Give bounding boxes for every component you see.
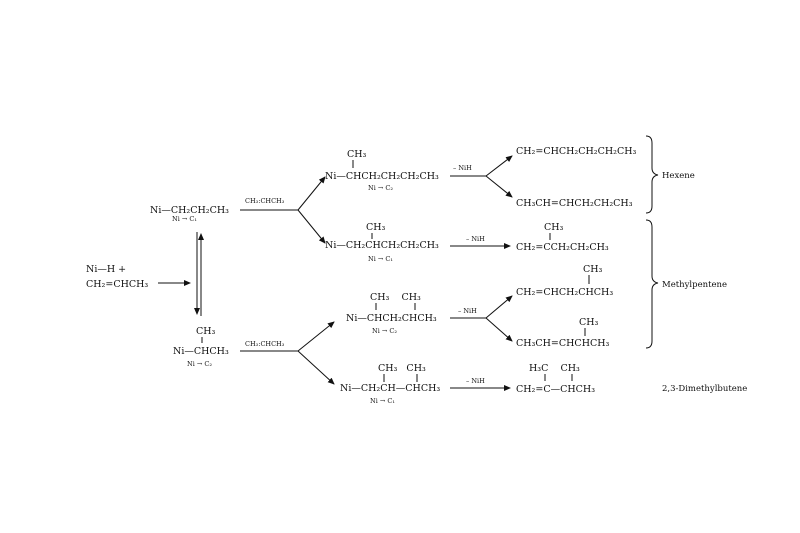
product-1: CH₂=CHCH₂CH₂CH₂CH₃ (516, 146, 637, 157)
product-2: CH₃CH=CHCH₂CH₂CH₃ (516, 198, 633, 209)
int4-methyls: CH₃ CH₃ (378, 363, 426, 374)
int3-methyls: CH₃ CH₃ (370, 292, 421, 303)
int1-note: Ni → C₂ (368, 184, 393, 192)
arrow-to-prod5 (485, 317, 513, 342)
label-hexene: Hexene (662, 171, 695, 181)
secondary-alkyl-note: Ni → C₂ (187, 360, 212, 368)
product-3: CH₂=CCH₂CH₂CH₃ (516, 242, 609, 253)
reactant-nih: Ni—H + (86, 264, 126, 275)
product-4-methyl: CH₃ (583, 264, 603, 275)
int4-note: Ni → C₁ (370, 397, 395, 405)
product-6: CH₂=C—CHCH₃ (516, 384, 595, 395)
product-5: CH₃CH=CHCHCH₃ (516, 338, 610, 349)
product-5-methyl: CH₃ (579, 317, 599, 328)
hexene-brace (645, 135, 659, 214)
reagent-lower: CH₃:CHCH₃ (245, 340, 285, 348)
reactant-propene: CH₂=CHCH₃ (86, 279, 148, 290)
arrow-to-prod1 (485, 155, 513, 177)
arrow-to-int1 (297, 176, 326, 211)
reagent-upper: CH₃:CHCH₃ (245, 197, 285, 205)
arrow-to-int4 (297, 350, 335, 385)
label-dimethylbutene: 2,3-Dimethylbutene (662, 384, 747, 394)
arrow-to-int2 (297, 209, 326, 244)
product-4: CH₂=CHCH₂CHCH₃ (516, 287, 613, 298)
secondary-alkyl-methyl: CH₃ (196, 326, 216, 337)
int2-methyl: CH₃ (366, 222, 386, 233)
elim-label-2: – NiH (466, 235, 485, 243)
int2-note: Ni → C₁ (368, 255, 393, 263)
product-6-methyls: H₃C CH₃ (529, 363, 580, 374)
label-methylpentene: Methylpentene (662, 280, 727, 290)
int2-formula: Ni—CH₂CHCH₂CH₂CH₃ (325, 240, 439, 251)
methylpentene-brace (645, 219, 659, 349)
elim-label-3: – NiH (458, 307, 477, 315)
product-3-methyl: CH₃ (544, 222, 564, 233)
secondary-alkyl-formula: Ni—CHCH₃ (173, 346, 229, 357)
int4-formula: Ni—CH₂CH—CHCH₃ (340, 383, 440, 394)
int1-methyl: CH₃ (347, 149, 367, 160)
arrow-to-prod4 (485, 295, 513, 319)
primary-alkyl-note: Ni → C₁ (172, 215, 197, 223)
arrow-to-int3 (297, 321, 335, 352)
elim-label-4: – NiH (466, 377, 485, 385)
elim-label-1: – NiH (453, 164, 472, 172)
primary-alkyl-formula: Ni—CH₂CH₂CH₃ (150, 205, 229, 216)
int1-formula: Ni—CHCH₂CH₂CH₂CH₃ (325, 171, 439, 182)
int3-note: Ni → C₂ (372, 327, 397, 335)
int3-formula: Ni—CHCH₂CHCH₃ (346, 313, 437, 324)
arrow-to-prod2 (485, 175, 513, 198)
